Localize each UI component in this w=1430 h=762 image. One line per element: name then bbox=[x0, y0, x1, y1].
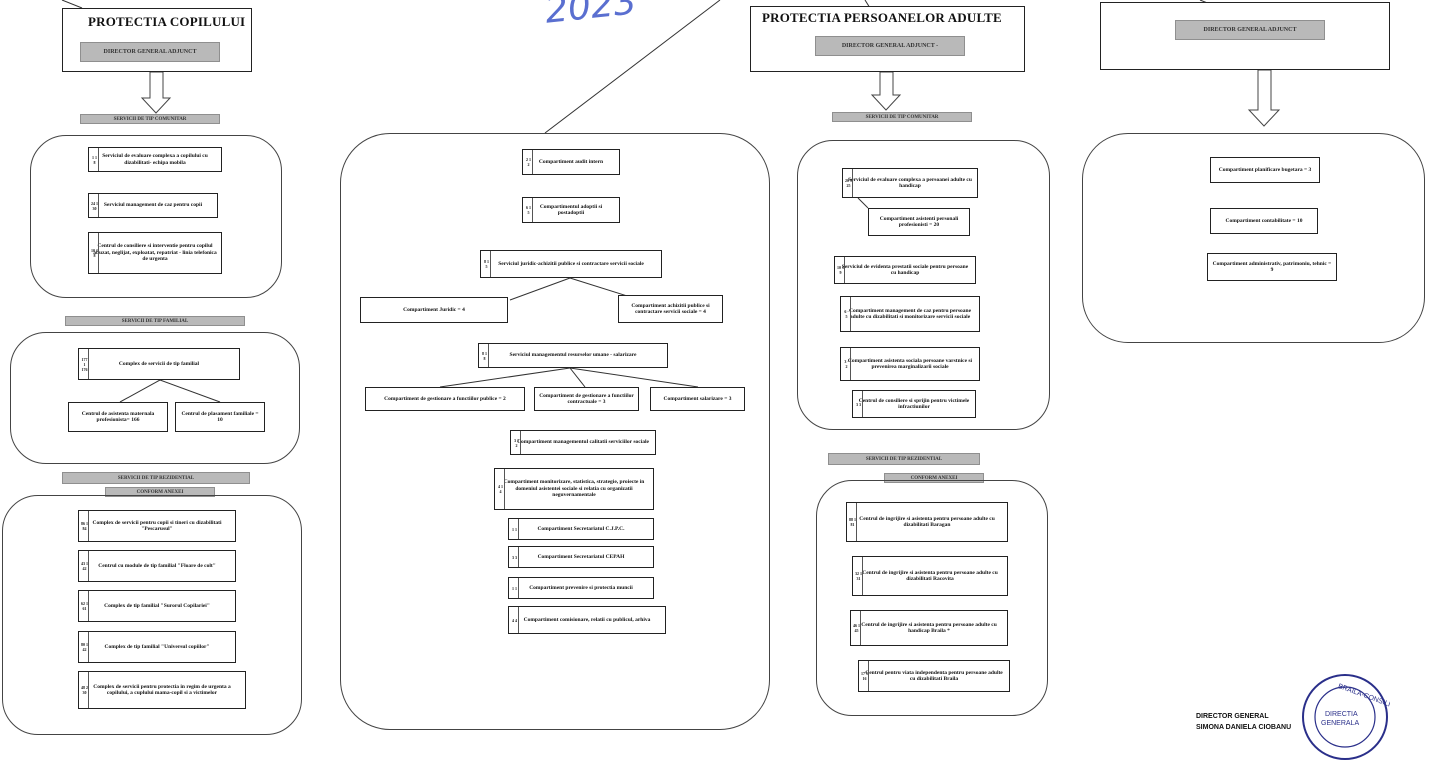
col2-juridic-sub: Compartiment Juridic = 4 bbox=[360, 297, 508, 323]
svg-text:GENERALA: GENERALA bbox=[1321, 720, 1359, 727]
col1-rezidential-group bbox=[2, 495, 302, 735]
col3-comunitar-item: Compartiment asistenti personali profesi… bbox=[868, 208, 970, 236]
col2-resurse-sub: Compartiment salarizare = 3 bbox=[650, 387, 745, 411]
col2-group bbox=[340, 133, 770, 730]
col1-familial-label: SERVICII DE TIP FAMILIAL bbox=[65, 316, 245, 326]
col1-comunitar-label: SERVICII DE TIP COMUNITAR bbox=[80, 114, 220, 124]
col3-header bbox=[750, 6, 1025, 72]
col2-resurse-sub: Compartiment de gestionare a functiilor … bbox=[365, 387, 525, 411]
col4-director-label: DIRECTOR GENERAL ADJUNCT bbox=[1175, 20, 1325, 40]
col4-item: Compartiment administrativ, patrimoniu, … bbox=[1207, 253, 1337, 281]
svg-text:DIRECTIA: DIRECTIA bbox=[1325, 711, 1358, 718]
col3-anexe-label: CONFORM ANEXEI bbox=[884, 473, 984, 483]
col3-director-label: DIRECTOR GENERAL ADJUNCT - bbox=[815, 36, 965, 56]
col1-comunitar-group bbox=[30, 135, 282, 298]
signature-title: DIRECTOR GENERAL bbox=[1196, 713, 1269, 720]
col3-title: PROTECTIA PERSOANELOR ADULTE bbox=[762, 10, 1002, 25]
official-stamp: BRAILA-CONSILIUL DIRECTIA GENERALA bbox=[1302, 674, 1390, 760]
col1-title: PROTECTIA COPILULUI bbox=[88, 14, 246, 29]
col4-group bbox=[1082, 133, 1425, 343]
col4-item: Compartiment planificare bugetara = 3 bbox=[1210, 157, 1320, 183]
col1-familial-sub: Centrul de plasament familiale = 10 bbox=[175, 402, 265, 432]
col2-juridic-sub: Compartiment achizitii publice si contra… bbox=[618, 295, 723, 323]
col2-resurse-sub: Compartiment de gestionare a functiilor … bbox=[534, 387, 639, 411]
col3-comunitar-group bbox=[797, 140, 1050, 430]
col1-director-label: DIRECTOR GENERAL ADJUNCT bbox=[80, 42, 220, 62]
connector-lines bbox=[61, 0, 1281, 403]
signature-name: SIMONA DANIELA CIOBANU bbox=[1196, 724, 1292, 731]
col3-comunitar-label: SERVICII DE TIP COMUNITAR bbox=[832, 112, 972, 122]
col3-rezidential-label: SERVICII DE TIP REZIDENTIAL bbox=[828, 453, 980, 465]
col1-anexe-label: CONFORM ANEXEI bbox=[105, 487, 215, 497]
col1-rezidential-label: SERVICII DE TIP REZIDENTIAL bbox=[62, 472, 250, 484]
col1-familial-sub: Centrul de asistenta maternala profesion… bbox=[68, 402, 168, 432]
col3-rezidential-group bbox=[816, 480, 1048, 716]
col4-item: Compartiment contabilitate = 10 bbox=[1210, 208, 1318, 234]
col1-familial-group bbox=[10, 332, 300, 464]
